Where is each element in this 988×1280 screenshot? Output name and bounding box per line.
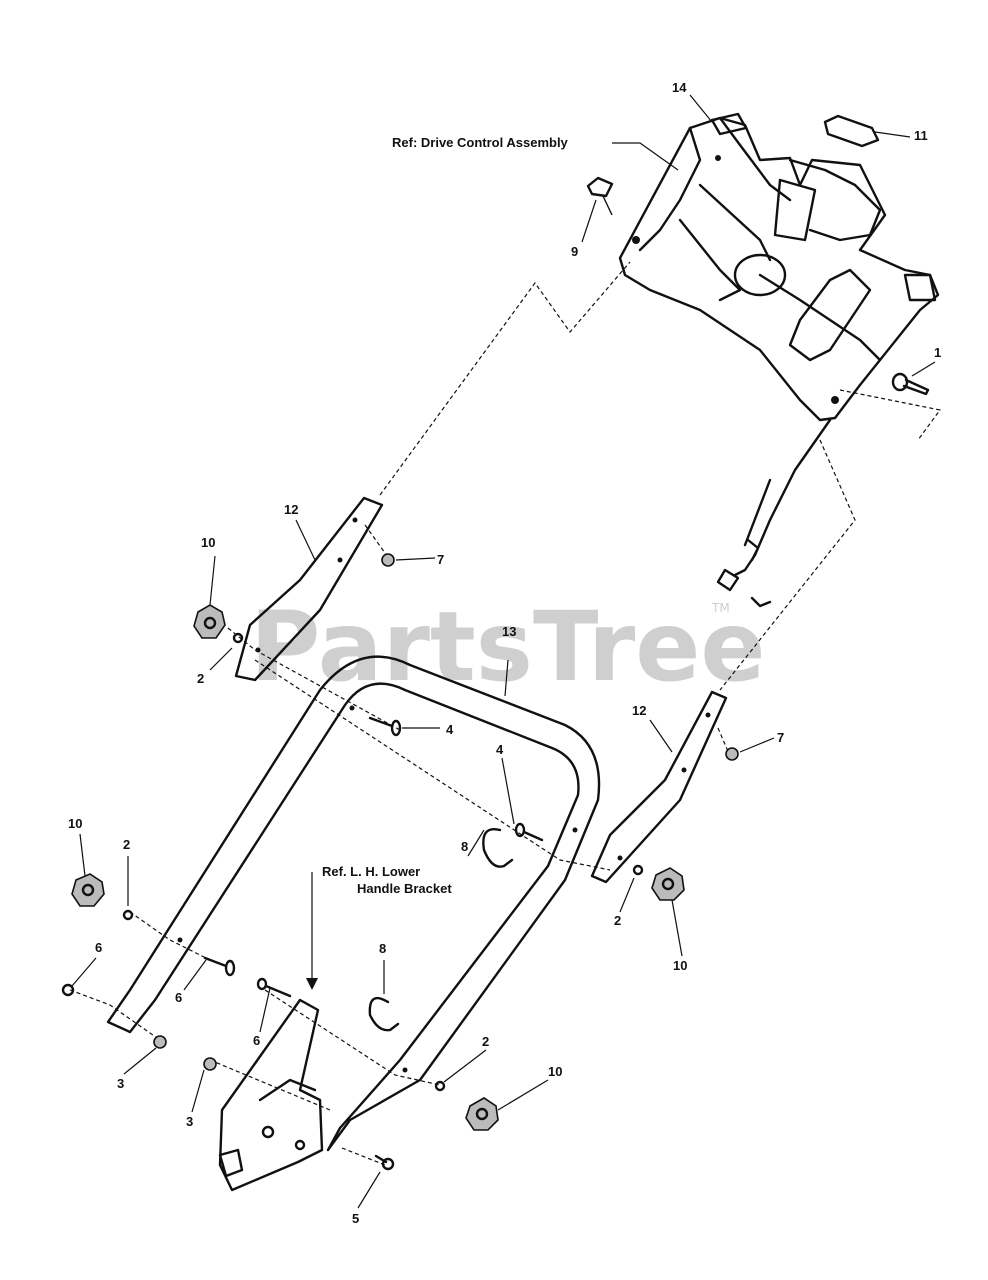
callout-10: 10 bbox=[201, 535, 215, 550]
bolt-part-4 bbox=[368, 716, 402, 737]
grip-part-11 bbox=[823, 114, 880, 148]
lh-lower-handle-bracket bbox=[218, 998, 324, 1192]
ref-drive-control-assembly: Ref: Drive Control Assembly bbox=[392, 135, 569, 150]
bolt-part-4 bbox=[514, 822, 544, 842]
bolt-part-6 bbox=[203, 956, 236, 977]
bolt-part-6 bbox=[61, 983, 75, 997]
nut-part-3 bbox=[153, 1035, 167, 1049]
callout-10: 10 bbox=[673, 958, 687, 973]
assembly-lines bbox=[69, 261, 942, 1166]
callout-7: 7 bbox=[437, 552, 444, 567]
knob-part-10 bbox=[465, 1097, 499, 1131]
tube-part-12-right bbox=[590, 690, 728, 884]
callout-14: 14 bbox=[672, 80, 687, 95]
callout-6: 6 bbox=[175, 990, 182, 1005]
cable-tie-part-8 bbox=[482, 828, 514, 868]
ref-lh-lower-bracket-line2: Handle Bracket bbox=[357, 881, 452, 896]
nut-part-7 bbox=[381, 553, 395, 567]
callout-4: 4 bbox=[496, 742, 504, 757]
callout-3: 3 bbox=[117, 1076, 124, 1091]
callout-2: 2 bbox=[197, 671, 204, 686]
callout-2: 2 bbox=[614, 913, 621, 928]
tube-part-12-left bbox=[234, 496, 384, 682]
callout-13: 13 bbox=[502, 624, 516, 639]
watermark: PartsTree bbox=[250, 591, 765, 703]
cable-clip-part-9 bbox=[586, 176, 614, 216]
washer-part-2 bbox=[434, 1080, 446, 1092]
callout-8: 8 bbox=[461, 839, 468, 854]
watermark-tm: TM bbox=[711, 601, 730, 615]
ref-lh-lower-bracket-line1: Ref. L. H. Lower bbox=[322, 864, 420, 879]
callout-12: 12 bbox=[284, 502, 298, 517]
callout-6: 6 bbox=[95, 940, 102, 955]
lower-handle-part-13 bbox=[106, 655, 601, 1152]
part-14-mark bbox=[710, 112, 748, 136]
leader-lines bbox=[71, 94, 936, 1209]
knob-part-10 bbox=[193, 604, 226, 639]
nut-part-3 bbox=[203, 1057, 217, 1071]
callout-5: 5 bbox=[352, 1211, 359, 1226]
control-cable bbox=[716, 418, 832, 608]
bolt-part-5 bbox=[374, 1154, 395, 1171]
bolt-part-6 bbox=[256, 977, 292, 998]
callout-6: 6 bbox=[253, 1033, 260, 1048]
callout-1: 1 bbox=[934, 345, 941, 360]
callout-9: 9 bbox=[571, 244, 578, 259]
washer-part-2 bbox=[632, 864, 644, 876]
nut-part-7 bbox=[725, 747, 739, 761]
callout-4: 4 bbox=[446, 722, 454, 737]
callout-8: 8 bbox=[379, 941, 386, 956]
callout-11: 11 bbox=[914, 128, 928, 143]
callout-3: 3 bbox=[186, 1114, 193, 1129]
callout-2: 2 bbox=[482, 1034, 489, 1049]
washer-part-2 bbox=[122, 909, 134, 921]
knob-part-10 bbox=[651, 867, 685, 901]
cable-tie-part-8 bbox=[368, 997, 400, 1032]
callout-10: 10 bbox=[548, 1064, 562, 1079]
callout-2: 2 bbox=[123, 837, 130, 852]
drive-control-assembly bbox=[618, 116, 940, 422]
pin-part-1 bbox=[891, 372, 930, 396]
callout-7: 7 bbox=[777, 730, 784, 745]
callout-10: 10 bbox=[68, 816, 82, 831]
callout-12: 12 bbox=[632, 703, 646, 718]
knob-part-10 bbox=[71, 873, 105, 907]
washer-part-2 bbox=[232, 632, 244, 644]
